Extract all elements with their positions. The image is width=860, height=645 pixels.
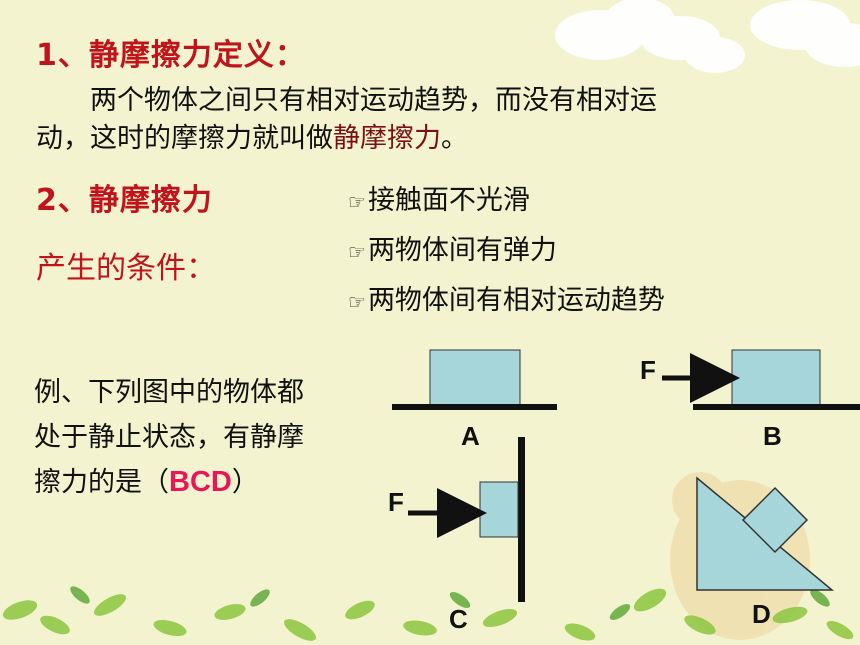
label-a: A xyxy=(461,421,480,451)
condition-text: 两物体间有弹力 xyxy=(367,235,557,266)
diagram-a xyxy=(392,349,557,410)
condition-text: 两物体间有相对运动趋势 xyxy=(367,285,665,316)
wall-c xyxy=(518,437,525,602)
force-label-c: F xyxy=(388,487,404,517)
definition-title: 1、静摩擦力定义： xyxy=(36,38,306,73)
condition-text: 接触面不光滑 xyxy=(367,185,530,216)
cloud-decoration xyxy=(555,0,860,73)
answer-text: BCD xyxy=(169,466,232,498)
block-a xyxy=(429,349,521,406)
block-d xyxy=(741,486,809,554)
leaves-decoration xyxy=(2,588,854,641)
force-label-b: F xyxy=(640,355,656,385)
label-b: B xyxy=(763,421,782,451)
definition-line-1: 两个物体之间只有相对运动趋势，而没有相对运 xyxy=(90,85,657,116)
definition-line-2-suffix: 。 xyxy=(441,123,468,154)
condition-item: ☞两物体间有弹力 xyxy=(348,228,557,267)
pointing-hand-icon: ☞ xyxy=(348,190,366,214)
label-c: C xyxy=(449,604,468,634)
label-d: D xyxy=(752,599,771,629)
definition-highlight: 静摩擦力 xyxy=(333,123,441,154)
condition-item: ☞两物体间有相对运动趋势 xyxy=(348,278,665,317)
definition-line-2: 动，这时的摩擦力就叫做静摩擦力。 xyxy=(36,116,468,155)
example-line-3: 擦力的是（BCD） xyxy=(34,460,259,499)
pointing-hand-icon: ☞ xyxy=(348,290,366,314)
diagram-c xyxy=(408,437,525,602)
surface-b xyxy=(693,404,860,410)
example-line-3-prefix: 擦力的是（ xyxy=(34,467,169,498)
surface-a xyxy=(392,404,557,410)
example-line-3-suffix: ） xyxy=(231,467,259,498)
diagram-b xyxy=(662,349,860,410)
example-line-1: 例、下列图中的物体都 xyxy=(34,377,304,408)
example-line-2: 处于静止状态，有静摩 xyxy=(34,422,304,453)
pointing-hand-icon: ☞ xyxy=(348,240,366,264)
condition-item: ☞接触面不光滑 xyxy=(348,178,530,217)
conditions-title-line-2: 产生的条件： xyxy=(36,251,216,286)
block-c xyxy=(479,481,519,538)
definition-line-2-prefix: 动，这时的摩擦力就叫做 xyxy=(36,123,333,154)
block-b xyxy=(731,349,821,406)
conditions-title-line-1: 2、静摩擦力 xyxy=(36,183,213,218)
diagram-d xyxy=(696,476,835,591)
